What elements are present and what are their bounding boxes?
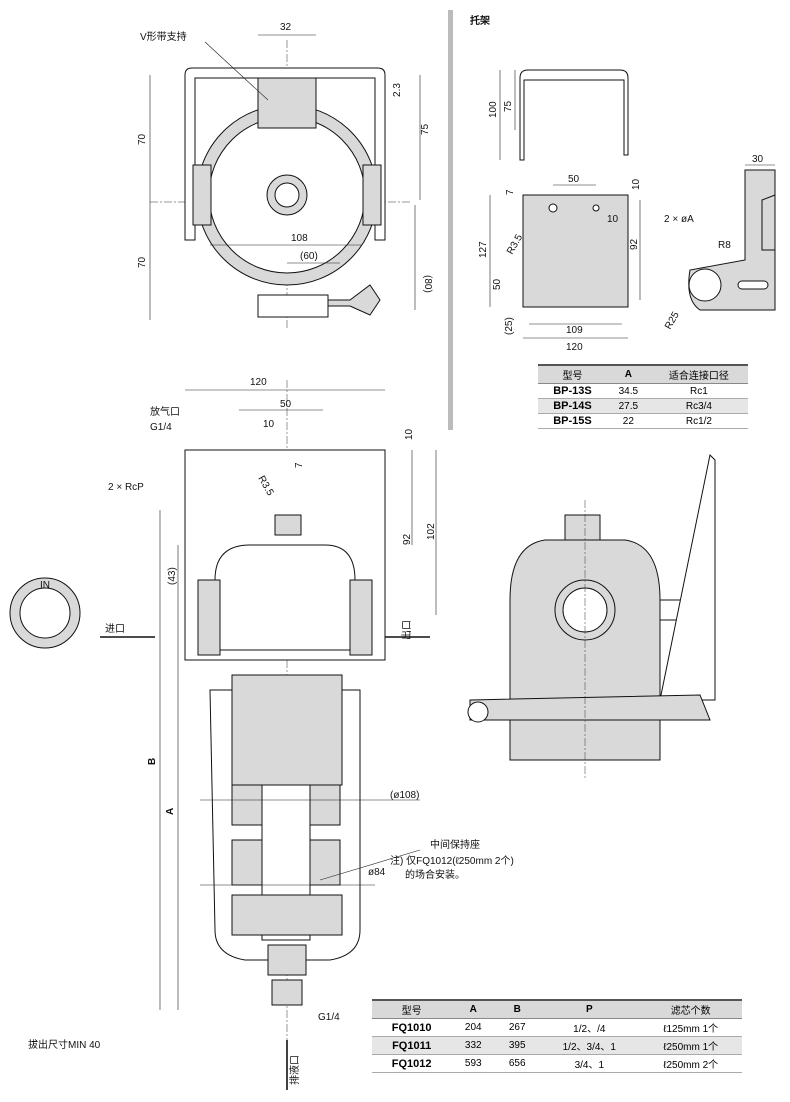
v-belt-support-label: V形带支持 [140,30,187,43]
bracket-dim-109: 109 [566,325,583,336]
bracket-hole-label: 2 × øA [664,214,694,225]
cell: 395 [495,1036,540,1055]
col-header: A [606,364,650,384]
col-header: B [495,999,540,1019]
bracket-dim-7: 7 [505,189,516,195]
pullout-label: 拔出尺寸MIN 40 [28,1038,101,1051]
cell: 22 [606,413,650,429]
col-header: P [539,999,640,1019]
inlet-label: 进口 [105,623,125,635]
cell: ℓ250mm 1个 [639,1036,742,1055]
vent-thread-label: G1/4 [150,422,172,433]
cell: BP-15S [538,413,607,429]
bracket-dim-100: 100 [488,101,499,118]
cell: BP-13S [538,383,607,399]
cell: 3/4、1 [539,1054,640,1073]
dim-a: A [165,808,176,815]
cell: FQ1012 [372,1054,452,1073]
dim-75: 75 [420,123,431,135]
cell: 34.5 [606,383,650,399]
dim-84: ø84 [368,867,386,878]
front-dim-10-b: 10 [404,428,415,440]
side-view [467,453,716,780]
dim-b: B [147,758,158,765]
cell: FQ1010 [372,1018,452,1037]
bracket-drawings: 托架 100 75 30 7 50 10 10 127 R3.5 92 50 (… [470,14,776,353]
cell: 27.5 [606,398,650,414]
bracket-dim-92: 92 [629,238,640,250]
drain-port-label: 排液口 [288,1055,301,1085]
dim-70-top: 70 [137,133,148,145]
dim-108: 108 [291,233,308,244]
in-mark: IN [40,580,50,591]
cell: 593 [451,1054,496,1073]
bracket-dim-10-a: 10 [631,178,642,190]
front-dim-102: 102 [426,523,437,540]
drain-thread-label: G1/4 [318,1012,340,1023]
outlet-label: 出口 [400,620,413,640]
front-dim-7: 7 [294,462,305,468]
bracket-dim-r3-5: R3.5 [505,232,525,256]
vent-port-label: 放气口 [150,405,180,418]
dim-2-3: 2.3 [392,83,403,97]
front-section-view: 120 放气口 G1/4 50 10 10 7 R3.5 2 × RcP 92 … [28,377,514,1090]
cell: ℓ125mm 1个 [639,1018,742,1037]
cell: Rc1 [649,383,748,399]
col-header: 滤芯个数 [639,999,742,1019]
cell: BP-14S [538,398,607,414]
col-header: 适合连接口径 [649,364,748,384]
middle-holder-label: 中间保持座 [430,838,480,851]
cell: ℓ250mm 2个 [639,1054,742,1073]
cell: 204 [451,1018,496,1037]
bracket-dim-r8: R8 [718,240,731,251]
dim-108-dia: (ø108) [390,790,419,801]
bracket-dim-10-b: 10 [607,214,619,225]
inlet-port-view: IN [9,577,81,649]
cell: FQ1011 [372,1036,452,1055]
col-header: 型号 [538,364,607,384]
bracket-title: 托架 [470,14,490,27]
bracket-dim-30: 30 [752,154,764,165]
cell: 332 [451,1036,496,1055]
cell: 1/2、/4 [539,1018,640,1037]
bracket-dim-127: 127 [478,241,489,258]
bracket-dim-120: 120 [566,342,583,353]
note-line-1: 注) 仅FQ1012(ℓ250mm 2个) [390,854,514,867]
col-header: 型号 [372,999,452,1019]
bracket-dim-50-side: 50 [492,278,503,290]
front-dim-92: 92 [402,533,413,545]
front-dim-10-a: 10 [263,419,275,430]
dim-70-bottom: 70 [137,256,148,268]
dim-80: (80) [422,275,433,293]
port-label: 2 × RcP [108,482,144,493]
cell: 1/2、3/4、1 [539,1036,640,1055]
bracket-dim-r25: R25 [663,310,682,332]
section-divider [448,10,453,430]
dim-60: (60) [300,251,318,262]
cell: 267 [495,1018,540,1037]
front-dim-43: (43) [167,567,178,585]
front-dim-50: 50 [280,399,292,410]
front-dim-120: 120 [250,377,267,388]
bracket-dim-50: 50 [568,174,580,185]
bracket-dim-25: (25) [504,317,515,335]
top-view: V形带支持 32 2.3 75 70 70 108 (60) (80) [137,22,433,330]
col-header: A [451,999,496,1019]
note-line-2: 的场合安装。 [405,868,465,881]
cell: Rc1/2 [649,413,748,429]
bracket-dim-75: 75 [503,100,514,112]
cell: Rc3/4 [649,398,748,414]
cell: 656 [495,1054,540,1073]
dim-32: 32 [280,22,292,33]
